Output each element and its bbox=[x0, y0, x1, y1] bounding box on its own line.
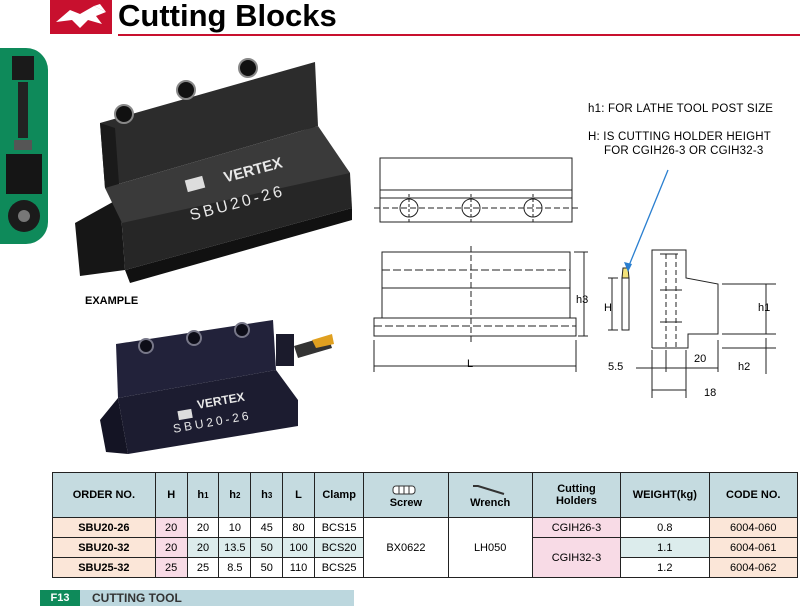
dim-5-5: 5.5 bbox=[608, 361, 624, 373]
dim-20: 20 bbox=[694, 353, 707, 365]
footer-bar bbox=[52, 590, 354, 606]
col-clamp: Clamp bbox=[313, 472, 365, 518]
wrench-value: LH050 bbox=[447, 517, 533, 578]
holder-b: CGIH32-3 bbox=[531, 537, 622, 578]
brand-logo bbox=[50, 0, 112, 34]
col-h2: h2 bbox=[218, 472, 252, 518]
dim-h3: h3 bbox=[576, 294, 589, 306]
col-h3: h3 bbox=[250, 472, 284, 518]
title-rule bbox=[118, 34, 800, 36]
col-H: H bbox=[154, 472, 188, 518]
side-photo-strip bbox=[0, 48, 48, 244]
table-header-row: ORDER NO. H h1 h2 h3 L Clamp Screw Wrenc… bbox=[52, 472, 798, 518]
table-row: SBU20-26 20 20 10 45 80 BCS15 BX0622 LH0… bbox=[52, 517, 798, 578]
technical-drawing bbox=[373, 157, 776, 398]
note-H-line2: FOR CGIH26-3 OR CGIH32-3 bbox=[604, 145, 764, 157]
table-row: SBU25-32 25 25 8.5 50 110 BCS25 1.2 6004… bbox=[52, 557, 798, 578]
col-order: ORDER NO. bbox=[52, 472, 156, 518]
dim-h2: h2 bbox=[738, 361, 751, 373]
screw-value: BX0622 bbox=[363, 517, 449, 578]
dim-L: L bbox=[467, 358, 474, 370]
example-label: EXAMPLE bbox=[85, 295, 139, 307]
col-wrench: Wrench bbox=[447, 472, 533, 518]
dim-18: 18 bbox=[704, 387, 717, 399]
note-H-line1: H: IS CUTTING HOLDER HEIGHT bbox=[588, 131, 772, 143]
col-L: L bbox=[282, 472, 315, 518]
screw-icon bbox=[392, 485, 416, 495]
page-title: Cutting Blocks bbox=[118, 0, 337, 33]
dim-H: H bbox=[604, 302, 612, 314]
wrench-icon bbox=[473, 485, 505, 495]
product-photo-example bbox=[100, 320, 334, 454]
product-photo-main bbox=[75, 58, 352, 283]
dim-h1: h1 bbox=[758, 302, 771, 314]
page-number: F13 bbox=[40, 590, 80, 606]
note-h1: h1: FOR LATHE TOOL POST SIZE bbox=[588, 103, 774, 115]
col-weight: WEIGHT(kg) bbox=[620, 472, 710, 518]
spec-table: ORDER NO. H h1 h2 h3 L Clamp Screw Wrenc… bbox=[52, 472, 798, 578]
col-code: CODE NO. bbox=[708, 472, 798, 518]
holder-a: CGIH26-3 bbox=[531, 517, 622, 538]
col-h1: h1 bbox=[186, 472, 220, 518]
footer-section-label: CUTTING TOOL bbox=[92, 591, 182, 605]
col-screw: Screw bbox=[363, 472, 449, 518]
table-row: SBU20-32 20 20 13.5 50 100 BCS20 CGIH32-… bbox=[52, 537, 798, 578]
